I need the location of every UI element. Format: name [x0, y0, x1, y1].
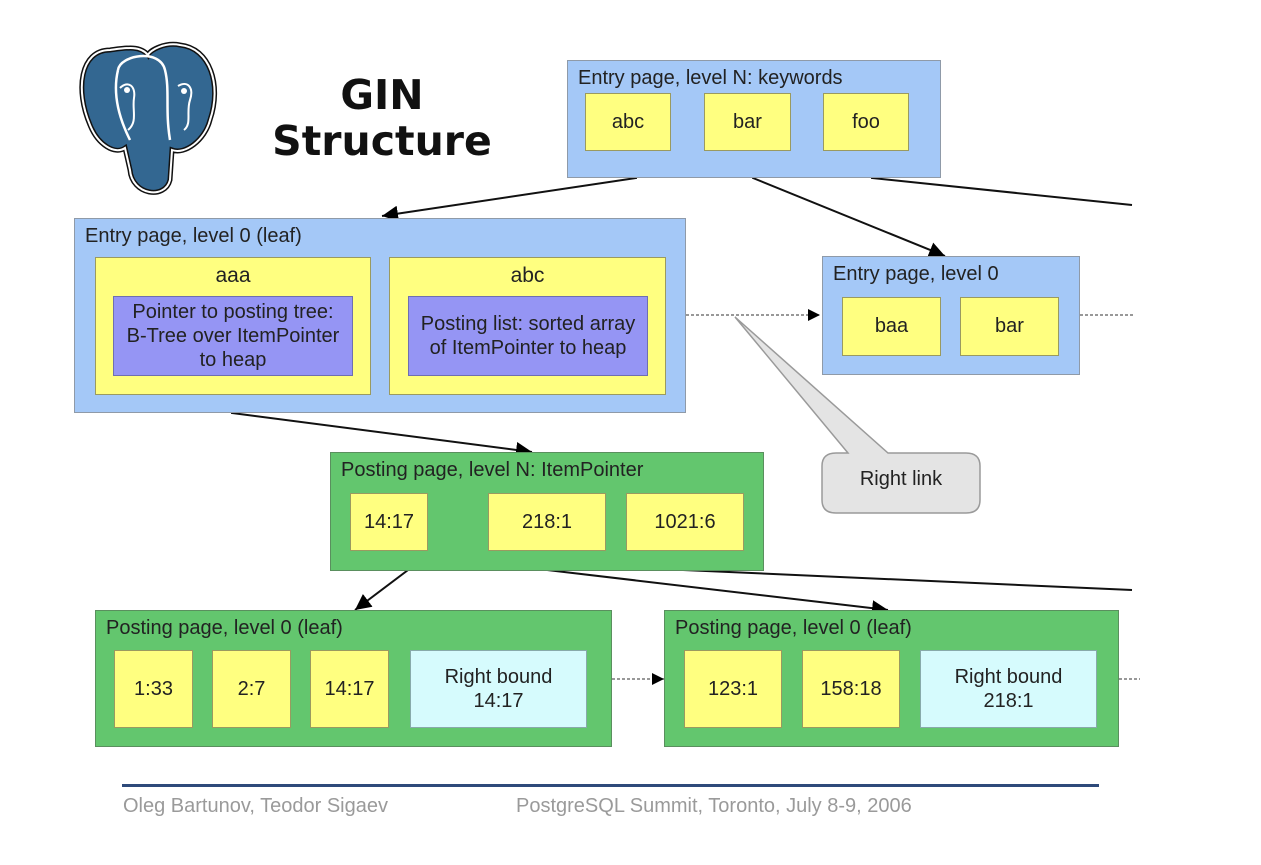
entry-key: aaa: [215, 264, 251, 287]
key-bar: bar: [960, 297, 1059, 356]
entry-page-root: Entry page, level N: keywords abc bar fo…: [567, 60, 941, 178]
key-1-33: 1:33: [114, 650, 193, 728]
posting-tree-pointer: Pointer to posting tree: B-Tree over Ite…: [113, 296, 353, 376]
entry-page-leaf: Entry page, level 0 (leaf) aaa Pointer t…: [74, 218, 686, 413]
page-title: Entry page, level N: keywords: [578, 67, 843, 89]
key-baa: baa: [842, 297, 941, 356]
page-title: Posting page, level 0 (leaf): [106, 617, 343, 639]
entry-page-level0: Entry page, level 0 baa bar: [822, 256, 1080, 375]
entry-aaa: aaa Pointer to posting tree: B-Tree over…: [95, 257, 371, 395]
key-158-18: 158:18: [802, 650, 900, 728]
key-bar: bar: [704, 93, 791, 151]
right-bound-label: Right bound: [444, 666, 553, 688]
right-bound-label: Right bound: [954, 666, 1063, 688]
right-bound-value: 218:1: [983, 690, 1034, 712]
right-link-label: Right link: [859, 468, 943, 490]
title-line-2: Structure: [272, 117, 492, 165]
footer-authors: Oleg Bartunov, Teodor Sigaev: [123, 795, 388, 817]
posting-page-root: Posting page, level N: ItemPointer 14:17…: [330, 452, 764, 571]
footer-divider: [122, 784, 1099, 787]
right-bound: Right bound 218:1: [920, 650, 1097, 728]
entry-abc: abc Posting list: sorted array of ItemPo…: [389, 257, 666, 395]
key-1021-6: 1021:6: [626, 493, 744, 551]
page-title: Entry page, level 0: [833, 263, 999, 285]
posting-page-leaf-2: Posting page, level 0 (leaf) 123:1 158:1…: [664, 610, 1119, 747]
postgresql-logo: [70, 30, 230, 195]
key-2-7: 2:7: [212, 650, 291, 728]
posting-page-leaf-1: Posting page, level 0 (leaf) 1:33 2:7 14…: [95, 610, 612, 747]
key-123-1: 123:1: [684, 650, 782, 728]
key-218-1: 218:1: [488, 493, 606, 551]
key-abc: abc: [585, 93, 671, 151]
title-line-1: GIN: [340, 71, 424, 119]
postgresql-elephant-icon: [79, 41, 218, 195]
posting-list: Posting list: sorted array of ItemPointe…: [408, 296, 648, 376]
diagram-title: GIN Structure: [262, 72, 502, 164]
key-14-17: 14:17: [350, 493, 428, 551]
right-link-callout: [734, 316, 981, 514]
right-bound: Right bound 14:17: [410, 650, 587, 728]
footer-event: PostgreSQL Summit, Toronto, July 8-9, 20…: [516, 795, 912, 817]
page-title: Posting page, level 0 (leaf): [675, 617, 912, 639]
key-foo: foo: [823, 93, 909, 151]
right-bound-value: 14:17: [473, 690, 524, 712]
page-title: Posting page, level N: ItemPointer: [341, 459, 644, 481]
page-title: Entry page, level 0 (leaf): [85, 225, 302, 247]
key-14-17: 14:17: [310, 650, 389, 728]
entry-key: abc: [510, 264, 545, 287]
